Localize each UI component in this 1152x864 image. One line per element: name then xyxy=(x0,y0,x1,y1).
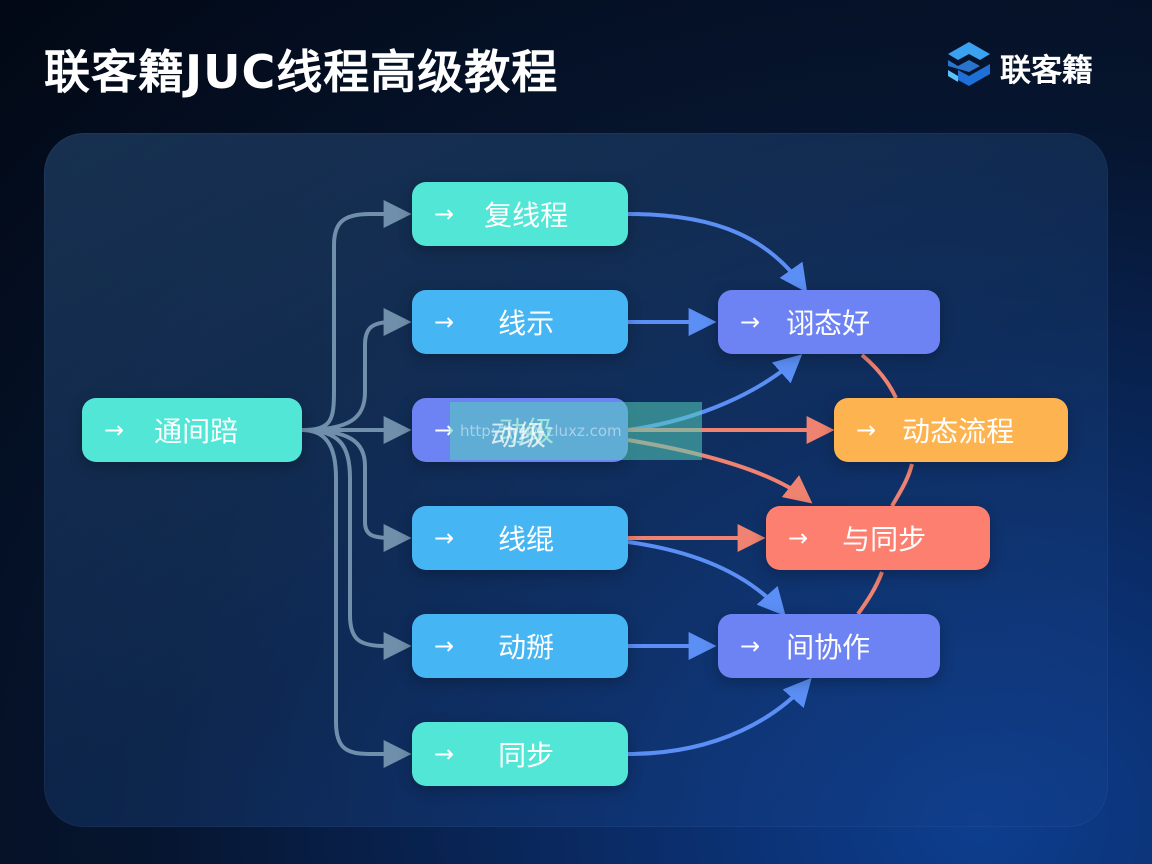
watermark-url: http://www.cluxz.com xyxy=(460,422,622,440)
node-root[interactable]: → 通间踣 xyxy=(82,398,302,462)
arrow-icon: → xyxy=(434,416,455,444)
connector-root-to-n4 xyxy=(301,428,412,552)
arrow-icon: → xyxy=(788,524,809,552)
connector-root-to-n5 xyxy=(301,428,412,660)
node-n4[interactable]: → 线绲 xyxy=(412,506,628,570)
node-label: 通间踣 xyxy=(154,415,239,448)
arrow-icon: → xyxy=(104,416,125,444)
node-label: 线示 xyxy=(498,307,555,340)
arrow-icon: → xyxy=(434,200,455,228)
arrow-icon: → xyxy=(856,416,877,444)
node-n2[interactable]: → 线示 xyxy=(412,290,628,354)
brand-name: 联客籍 xyxy=(1000,52,1093,89)
node-m1[interactable]: → 诩态好 xyxy=(718,290,940,354)
node-label: 线绲 xyxy=(498,523,555,556)
brand-logo: 联客籍 xyxy=(946,42,1093,92)
node-label: 诩态好 xyxy=(786,307,871,340)
connector-m1-to-m2 xyxy=(860,353,898,399)
node-n6[interactable]: → 同步 xyxy=(412,722,628,786)
node-n1[interactable]: → 复线程 xyxy=(412,182,628,246)
node-label: 与同步 xyxy=(842,523,927,556)
diagram-panel xyxy=(44,133,1108,827)
node-label: 动掰 xyxy=(498,631,555,664)
arrow-icon: → xyxy=(434,524,455,552)
node-m3[interactable]: → 与同步 xyxy=(766,506,990,570)
connector-root-to-n6 xyxy=(301,428,412,768)
connector-n4-to-m4 xyxy=(627,540,786,617)
connector-m2-to-m3 xyxy=(890,463,914,507)
connector-m3-to-m4 xyxy=(856,571,884,616)
arrow-icon: → xyxy=(740,632,761,660)
connector-n6-to-m4 xyxy=(627,677,812,756)
connector-root-to-n1 xyxy=(301,200,412,432)
node-n5[interactable]: → 动掰 xyxy=(412,614,628,678)
layered-diamond-logo-icon xyxy=(946,40,992,94)
arrow-icon: → xyxy=(434,740,455,768)
node-label: 间协作 xyxy=(786,631,871,664)
watermark-word: 动级 xyxy=(490,419,547,452)
arrow-icon: → xyxy=(740,308,761,336)
watermark-overlay: http://www.cluxz.com 动级 xyxy=(450,402,702,460)
node-label: 复线程 xyxy=(484,199,569,232)
arrow-icon: → xyxy=(434,632,455,660)
node-m4[interactable]: → 间协作 xyxy=(718,614,940,678)
arrow-icon: → xyxy=(434,308,455,336)
node-label: 动态流程 xyxy=(902,415,1015,448)
page-title: 联客籍JUC线程高级教程 xyxy=(44,45,559,99)
node-label: 同步 xyxy=(498,739,555,772)
connector-n1-to-m1 xyxy=(627,212,808,293)
node-m2[interactable]: → 动态流程 xyxy=(834,398,1068,462)
connector-root-to-n2 xyxy=(301,308,412,432)
